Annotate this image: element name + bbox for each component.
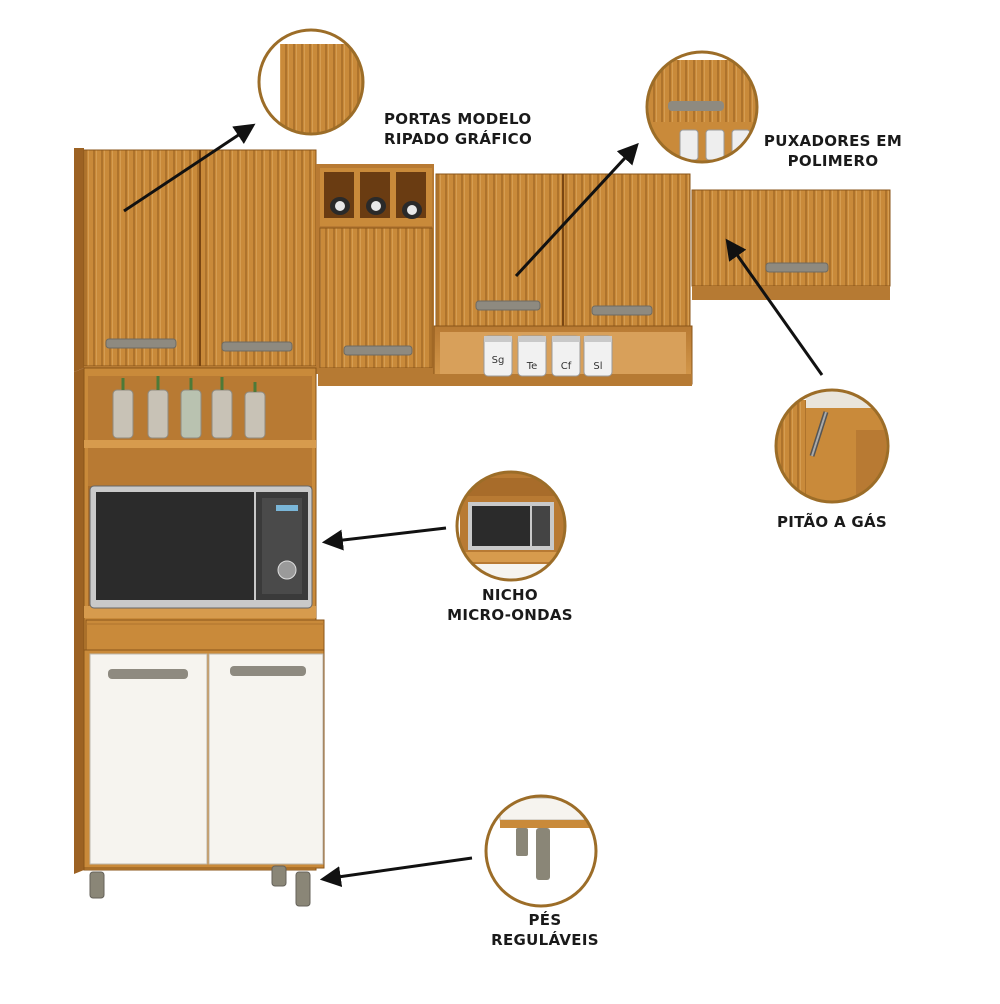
label-pitao: PITÃO A GÁS: [776, 513, 888, 531]
upper-cabinet-pitao: [691, 189, 891, 300]
microwave-icon: [89, 485, 313, 609]
callout-portas: [257, 28, 365, 136]
upper-cabinet-bottles: [316, 164, 434, 374]
callout-puxadores: [645, 50, 759, 164]
jar-label: Sl: [593, 361, 602, 372]
handle-icon: [105, 262, 829, 356]
bottle-icon: [112, 376, 266, 439]
label-portas: PORTAS MODELO RIPADO GRÁFICO: [384, 110, 533, 148]
upper-cabinet-left: [74, 148, 317, 372]
bottle-icon: [330, 197, 422, 219]
label-puxadores: PUXADORES EM POLIMERO: [763, 132, 903, 170]
callout-pes: [484, 794, 598, 908]
handle-icon: [230, 666, 306, 676]
jar-label: Cf: [561, 361, 572, 372]
callout-pitao: [774, 388, 890, 504]
arrow-icon: [123, 123, 824, 888]
lower-white-doors: [89, 653, 324, 865]
handle-icon: [108, 669, 188, 679]
label-pes: PÉS REGULÁVEIS: [491, 911, 599, 949]
callout-nicho: [455, 470, 567, 582]
jar-label: Sg: [492, 355, 505, 366]
jar-icon: Sg Te Cf Sl: [483, 335, 613, 377]
leg-icon: [89, 865, 311, 907]
jar-label: Te: [526, 361, 538, 372]
label-nicho: NICHO MICRO-ONDAS: [447, 586, 573, 624]
